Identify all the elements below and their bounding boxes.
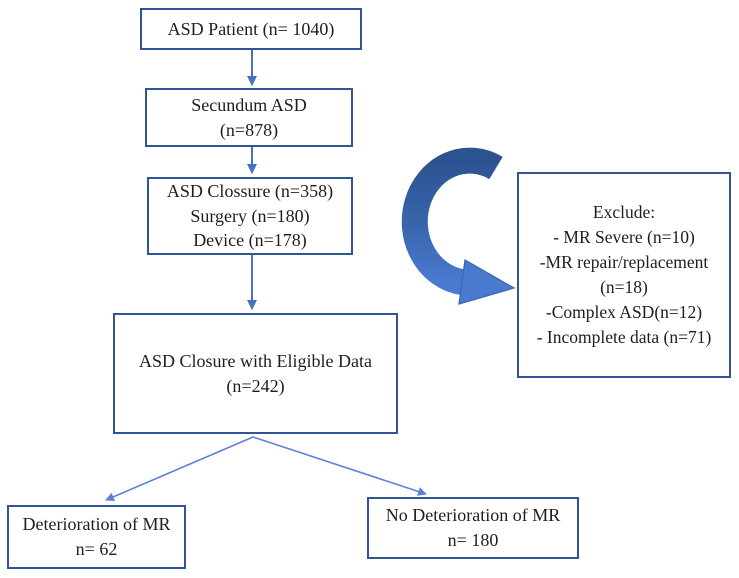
node-eligible-data: ASD Closure with Eligible Data (n=242): [113, 313, 398, 434]
node-text: n= 180: [447, 530, 499, 550]
node-no-deterioration-mr: No Deterioration of MR n= 180: [367, 497, 579, 559]
node-text: Device (n=178): [193, 230, 307, 251]
node-text: Deterioration of MR: [22, 514, 171, 535]
curved-arrow-head: [458, 259, 516, 305]
curved-arrow-body: [401, 147, 503, 295]
node-asd-closure: ASD Clossure (n=358) Surgery (n=180) Dev…: [147, 177, 353, 255]
node-text: (n=242): [226, 375, 285, 396]
node-exclude-list: Exclude: - MR Severe (n=10) -MR repair/r…: [517, 172, 731, 378]
node-text: (n=18): [600, 277, 648, 297]
node-text: n= 62: [75, 539, 118, 559]
node-text: ASD Closure with Eligible Data: [139, 350, 372, 371]
arrow-eligible-to-no-deterioration: [252, 436, 427, 496]
node-text: -MR repair/replacement: [539, 252, 709, 273]
node-asd-patient: ASD Patient (n= 1040): [140, 8, 362, 50]
node-text: ASD Patient (n= 1040): [167, 18, 335, 39]
node-text: No Deterioration of MR: [385, 505, 561, 526]
node-text: ASD Clossure (n=358): [166, 180, 334, 201]
node-text: - MR Severe (n=10): [553, 227, 695, 248]
arrow-eligible-to-deterioration: [105, 436, 254, 501]
node-deterioration-mr: Deterioration of MR n= 62: [7, 505, 186, 569]
node-text: Surgery (n=180): [190, 205, 310, 226]
node-text: Exclude:: [592, 202, 656, 223]
curved-exclude-arrow: [401, 147, 516, 305]
node-text: -Complex ASD(n=12): [545, 301, 703, 322]
node-text: Secundum ASD: [191, 94, 307, 115]
node-text: - Incomplete data (n=71): [536, 326, 712, 347]
node-text: (n=878): [219, 119, 279, 140]
node-secundum-asd: Secundum ASD (n=878): [145, 88, 353, 147]
